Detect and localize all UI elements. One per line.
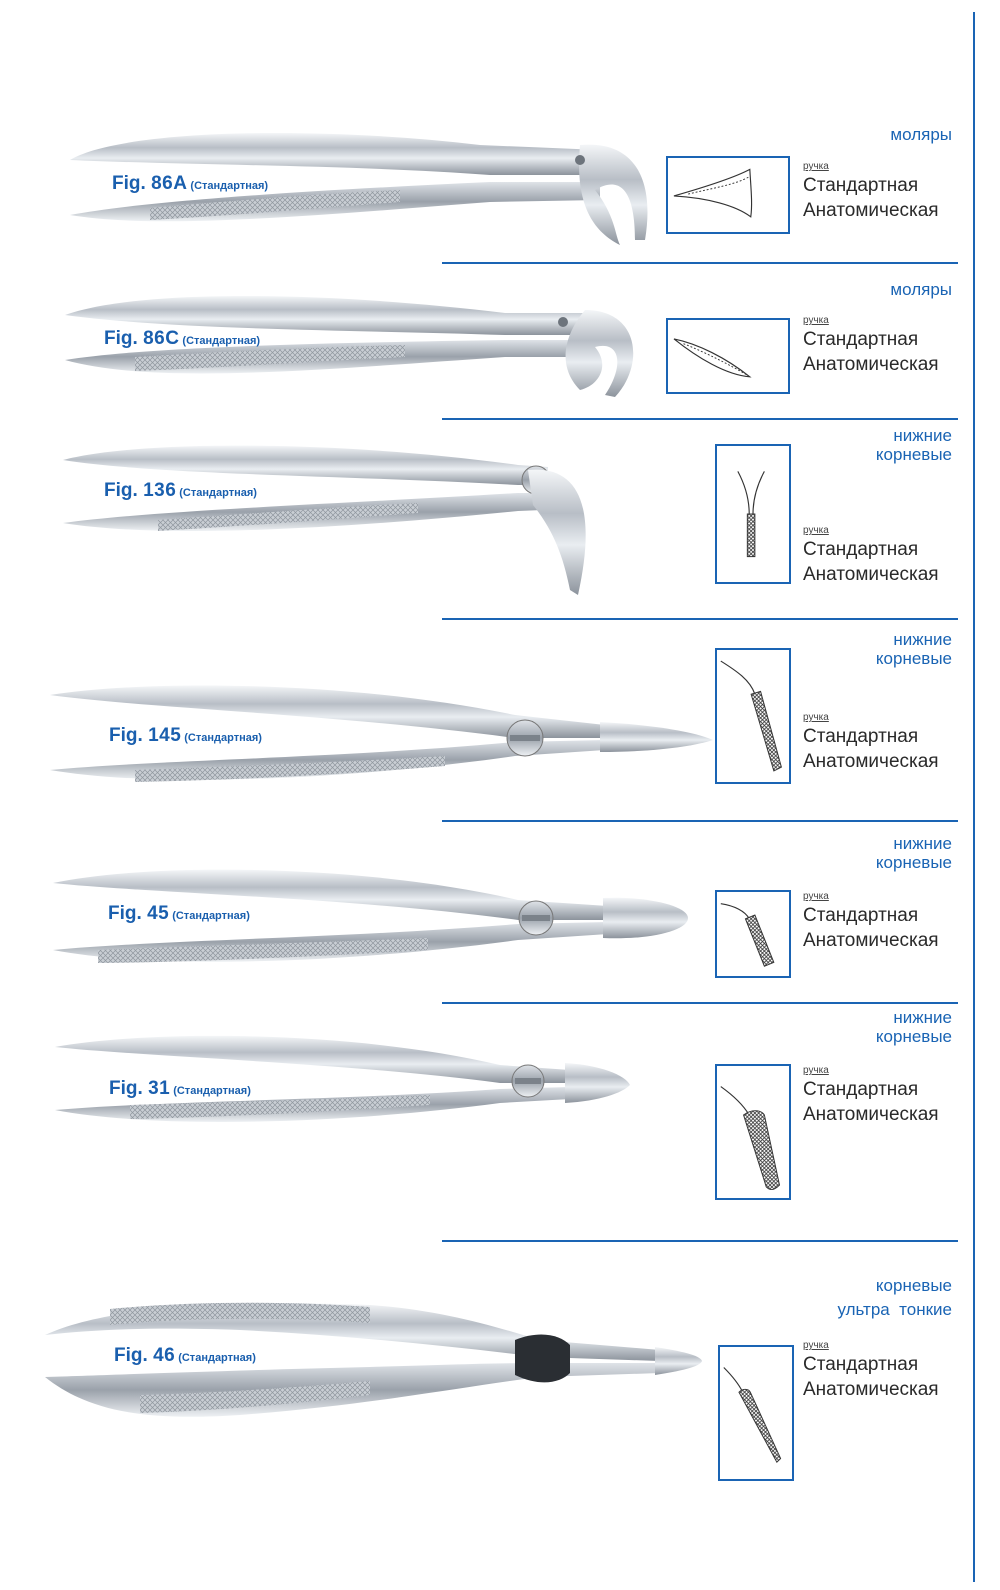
category-line: корневые — [875, 853, 952, 872]
category-line: моляры — [890, 280, 952, 299]
root-beak-diagram-icon — [715, 648, 791, 784]
forceps-45-image — [53, 869, 688, 963]
fig-variant: (Стандартная) — [173, 1085, 251, 1097]
category-line: корневые — [875, 649, 952, 668]
category-label: моляры — [890, 280, 952, 299]
category-line: нижние — [893, 1008, 952, 1027]
handle-options: ручка Стандартная Анатомическая — [803, 712, 939, 774]
handle-option-anatomical: Анатомическая — [803, 751, 939, 772]
fig-prefix: Fig. — [104, 328, 138, 349]
handle-caption: ручка — [803, 1340, 829, 1351]
fig-prefix: Fig. — [114, 1345, 148, 1366]
figure-label: Fig. 136(Стандартная) — [104, 480, 257, 502]
handle-option-anatomical: Анатомическая — [803, 1379, 939, 1400]
separator-line — [442, 1002, 958, 1004]
forceps-86c-image — [65, 295, 634, 397]
fig-number: 145 — [148, 725, 182, 746]
separator-line — [442, 618, 958, 620]
handle-options: ручка Стандартная Анатомическая — [803, 891, 939, 953]
fig-variant: (Стандартная) — [190, 180, 269, 192]
category-label: корневые ультра тонкие — [837, 1274, 952, 1322]
category-line: нижние — [893, 426, 952, 445]
molar-beak-diagram-icon — [666, 318, 790, 394]
handle-option-standard: Стандартная — [803, 175, 919, 196]
figure-label: Fig. 46(Стандартная) — [114, 1345, 256, 1367]
fig-prefix: Fig. — [109, 1078, 143, 1099]
right-margin-rule — [973, 12, 975, 1582]
fig-prefix: Fig. — [104, 480, 138, 501]
fig-number: 31 — [148, 1078, 171, 1099]
handle-option-standard: Стандартная — [803, 329, 919, 350]
handle-options: ручка Стандартная Анатомическая — [803, 315, 939, 377]
figure-label: Fig. 86C(Стандартная) — [104, 328, 260, 350]
handle-caption: ручка — [803, 1065, 829, 1076]
forceps-31-image — [55, 1035, 630, 1122]
forceps-86a-image — [70, 133, 648, 245]
fig-number: 86A — [151, 173, 188, 194]
root-beak-diagram-icon — [715, 444, 791, 584]
handle-caption: ручка — [803, 712, 829, 723]
fig-variant: (Стандартная) — [178, 1352, 256, 1364]
handle-options: ручка Стандартная Анатомическая — [803, 161, 939, 223]
handle-options: ручка Стандартная Анатомическая — [803, 525, 939, 587]
fig-number: 86C — [143, 328, 180, 349]
root-beak-diagram-icon — [715, 890, 791, 978]
figure-label: Fig. 86A(Стандартная) — [112, 173, 268, 195]
handle-options: ручка Стандартная Анатомическая — [803, 1340, 939, 1402]
handle-option-anatomical: Анатомическая — [803, 200, 939, 221]
category-line: моляры — [890, 125, 952, 144]
fig-number: 45 — [147, 903, 170, 924]
category-line: корневые — [875, 445, 952, 464]
handle-option-standard: Стандартная — [803, 539, 919, 560]
fig-prefix: Fig. — [112, 173, 146, 194]
separator-line — [442, 820, 958, 822]
handle-option-anatomical: Анатомическая — [803, 564, 939, 585]
figure-label: Fig. 31(Стандартная) — [109, 1078, 251, 1100]
thin-root-beak-diagram-icon — [718, 1345, 794, 1481]
category-label: нижние корневые — [876, 426, 952, 464]
category-label: нижние корневые — [876, 1008, 952, 1046]
figure-label: Fig. 145(Стандартная) — [109, 725, 262, 747]
category-line: нижние — [893, 630, 952, 649]
separator-line — [442, 418, 958, 420]
forceps-46-image — [45, 1302, 702, 1417]
category-label: нижние корневые — [876, 834, 952, 872]
handle-option-standard: Стандартная — [803, 1354, 919, 1375]
fig-number: 136 — [143, 480, 177, 501]
handle-caption: ручка — [803, 161, 829, 172]
category-label: моляры — [890, 125, 952, 144]
handle-option-anatomical: Анатомическая — [803, 354, 939, 375]
handle-caption: ручка — [803, 315, 829, 326]
handle-option-anatomical: Анатомическая — [803, 1104, 939, 1125]
category-line: нижние — [893, 834, 952, 853]
handle-option-standard: Стандартная — [803, 726, 919, 747]
forceps-136-image — [63, 445, 586, 595]
forceps-145-image — [50, 685, 713, 782]
handle-option-standard: Стандартная — [803, 905, 919, 926]
handle-caption: ручка — [803, 525, 829, 536]
fig-variant: (Стандартная) — [179, 487, 257, 499]
separator-line — [442, 1240, 958, 1242]
handle-option-anatomical: Анатомическая — [803, 930, 939, 951]
figure-label: Fig. 45(Стандартная) — [108, 903, 250, 925]
fig-number: 46 — [153, 1345, 176, 1366]
handle-options: ручка Стандартная Анатомическая — [803, 1065, 939, 1127]
handle-option-standard: Стандартная — [803, 1079, 919, 1100]
category-line: ультра тонкие — [837, 1300, 952, 1319]
category-line: корневые — [875, 1027, 952, 1046]
root-beak-diagram-icon — [715, 1064, 791, 1200]
fig-prefix: Fig. — [108, 903, 142, 924]
category-line: корневые — [875, 1276, 952, 1295]
fig-variant: (Стандартная) — [182, 335, 261, 347]
separator-line — [442, 262, 958, 264]
molar-beak-diagram-icon — [666, 156, 790, 234]
fig-variant: (Стандартная) — [172, 910, 250, 922]
fig-variant: (Стандартная) — [184, 732, 262, 744]
handle-caption: ручка — [803, 891, 829, 902]
fig-prefix: Fig. — [109, 725, 143, 746]
category-label: нижние корневые — [876, 630, 952, 668]
